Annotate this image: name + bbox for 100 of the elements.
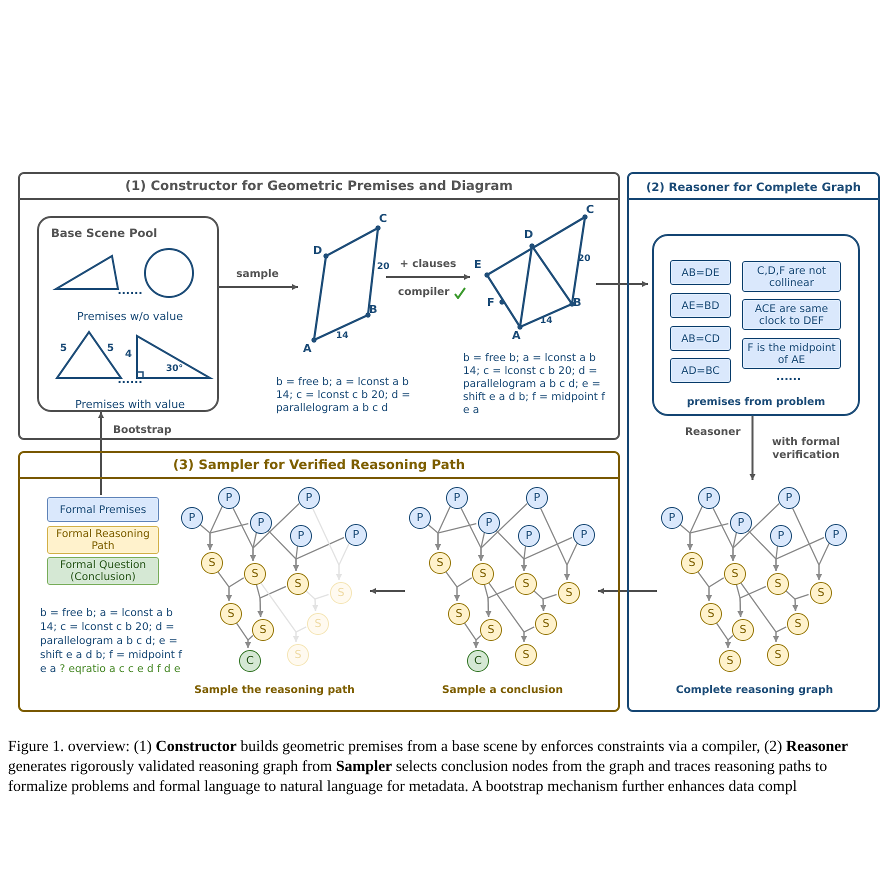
arrow bbox=[687, 522, 728, 550]
premises-box bbox=[652, 234, 860, 416]
point-label: A bbox=[303, 342, 312, 355]
box-title: Base Scene Pool bbox=[51, 226, 158, 240]
ellipsis: ...... bbox=[116, 373, 144, 386]
node-circle: S bbox=[220, 603, 242, 625]
arrow bbox=[773, 626, 786, 642]
arrow bbox=[312, 594, 329, 612]
step-label: with formal verification bbox=[770, 436, 842, 462]
node-circle: P bbox=[218, 487, 240, 509]
node-circle: S bbox=[558, 582, 580, 604]
node-circle: S bbox=[767, 644, 789, 666]
arrow bbox=[98, 412, 104, 495]
node-circle: P bbox=[181, 507, 203, 529]
arrow bbox=[792, 594, 809, 612]
arrow bbox=[226, 577, 244, 601]
arrow bbox=[737, 586, 766, 618]
step-label: compiler bbox=[398, 286, 450, 298]
ellipsis: ...... bbox=[116, 284, 144, 297]
panel bbox=[627, 172, 880, 712]
arrow bbox=[730, 503, 780, 561]
node-circle: C bbox=[467, 650, 489, 672]
premise-box: C,D,F are not collinear bbox=[742, 261, 841, 292]
node-circle: S bbox=[700, 603, 722, 625]
panel-title: (3) Sampler for Verified Reasoning Path bbox=[20, 453, 618, 479]
edge-label: sample bbox=[234, 268, 281, 280]
arrow bbox=[564, 542, 578, 580]
node-circle: P bbox=[478, 512, 500, 534]
node-circle: S bbox=[767, 573, 789, 595]
scene-pool-box bbox=[37, 216, 219, 412]
node-circle: S bbox=[515, 644, 537, 666]
node-circle: P bbox=[778, 487, 800, 509]
node-circle: S bbox=[515, 573, 537, 595]
node-circle: S bbox=[252, 619, 274, 641]
node-circle: S bbox=[448, 603, 470, 625]
premise-box: AB=DE bbox=[670, 260, 731, 285]
panel bbox=[18, 451, 620, 712]
point-label: 14 bbox=[336, 331, 349, 341]
point-label: B bbox=[369, 303, 378, 316]
ellipsis: ...... bbox=[776, 370, 802, 383]
arrow bbox=[521, 626, 534, 642]
node-circle: P bbox=[250, 512, 272, 534]
node-circle: P bbox=[446, 487, 468, 509]
node-circle: P bbox=[730, 512, 752, 534]
node-circle: S bbox=[201, 552, 223, 574]
arrow bbox=[435, 522, 476, 550]
edge-label: + clauses bbox=[398, 258, 458, 270]
node-circle: S bbox=[535, 613, 557, 635]
premise-box: F is the midpoint of AE bbox=[742, 338, 841, 369]
point-label: A bbox=[512, 329, 521, 342]
arrow bbox=[293, 626, 306, 642]
node-circle: S bbox=[681, 552, 703, 574]
graph-caption: Sample a conclusion bbox=[441, 684, 564, 696]
node-circle: S bbox=[330, 582, 352, 604]
point-label: F bbox=[487, 296, 495, 309]
node-circle: S bbox=[787, 613, 809, 635]
node-circle: S bbox=[732, 619, 754, 641]
node-circle: S bbox=[244, 563, 266, 585]
node-circle: P bbox=[698, 487, 720, 509]
arrow bbox=[207, 522, 248, 550]
node-circle: S bbox=[429, 552, 451, 574]
code-text: b = free b; a = lconst a b 14; c = lconst c b 20; d = parallelogram a b c d; e = shift e a d b; f = midpoint f e a ? eqratio a c c e d f d e bbox=[40, 606, 184, 676]
caption-text: Premises with value bbox=[74, 398, 186, 411]
arrow bbox=[257, 586, 286, 618]
legend-box: Formal Premises bbox=[47, 497, 159, 522]
arrow bbox=[816, 542, 830, 580]
node-circle: S bbox=[480, 619, 502, 641]
code-text: b = free b; a = lconst a b 14; c = lconst c b 20; d = parallelogram a b c d bbox=[276, 376, 412, 415]
arrow bbox=[454, 577, 472, 601]
node-circle: P bbox=[661, 507, 683, 529]
node-circle: P bbox=[518, 525, 540, 547]
node-circle: P bbox=[298, 487, 320, 509]
node-circle: P bbox=[345, 524, 367, 546]
node-circle: S bbox=[810, 582, 832, 604]
point-label: 5 bbox=[107, 343, 114, 354]
point-label: E bbox=[474, 258, 482, 271]
arrow bbox=[245, 635, 254, 648]
node-circle: S bbox=[307, 613, 329, 635]
arrow bbox=[485, 586, 514, 618]
point-label: D bbox=[524, 228, 534, 241]
graph-caption: Sample the reasoning path bbox=[193, 684, 356, 696]
node-circle: P bbox=[825, 524, 847, 546]
code-text: b = free b; a = lconst a b 14; c = lconst c b 20; d = parallelogram a b c d; e = shift e a d b; f = midpoint f e a bbox=[463, 352, 605, 417]
legend-box: Formal Reasoning Path bbox=[47, 526, 159, 554]
node-circle: C bbox=[239, 650, 261, 672]
arrow bbox=[370, 588, 405, 594]
figure-caption: Figure 1. overview: (1) Constructor builds geometric premises from a base scene by enforces constraints via a compiler, (2) Reasoner generates rigorously validated reasoning graph from Sampler selects conclusion nodes from the graph and traces reasoning paths to formalize problems and formal language to natural language for metadata. A bootstrap mechanism further enhances data compl bbox=[8, 737, 850, 797]
arrow bbox=[217, 284, 298, 290]
node-circle: S bbox=[724, 563, 746, 585]
arrow bbox=[336, 542, 350, 580]
panel-title: (2) Reasoner for Complete Graph bbox=[629, 174, 878, 200]
point-label: B bbox=[573, 296, 582, 309]
premise-box: AE=BD bbox=[670, 293, 731, 318]
graph-caption: Complete reasoning graph bbox=[674, 684, 834, 696]
point-label: D bbox=[313, 244, 322, 257]
point-label: 5 bbox=[60, 343, 67, 354]
arrow bbox=[750, 414, 756, 480]
premise-box: ACE are same clock to DEF bbox=[742, 299, 841, 330]
box-caption: premises from problem bbox=[686, 396, 826, 408]
arrow bbox=[386, 274, 470, 280]
